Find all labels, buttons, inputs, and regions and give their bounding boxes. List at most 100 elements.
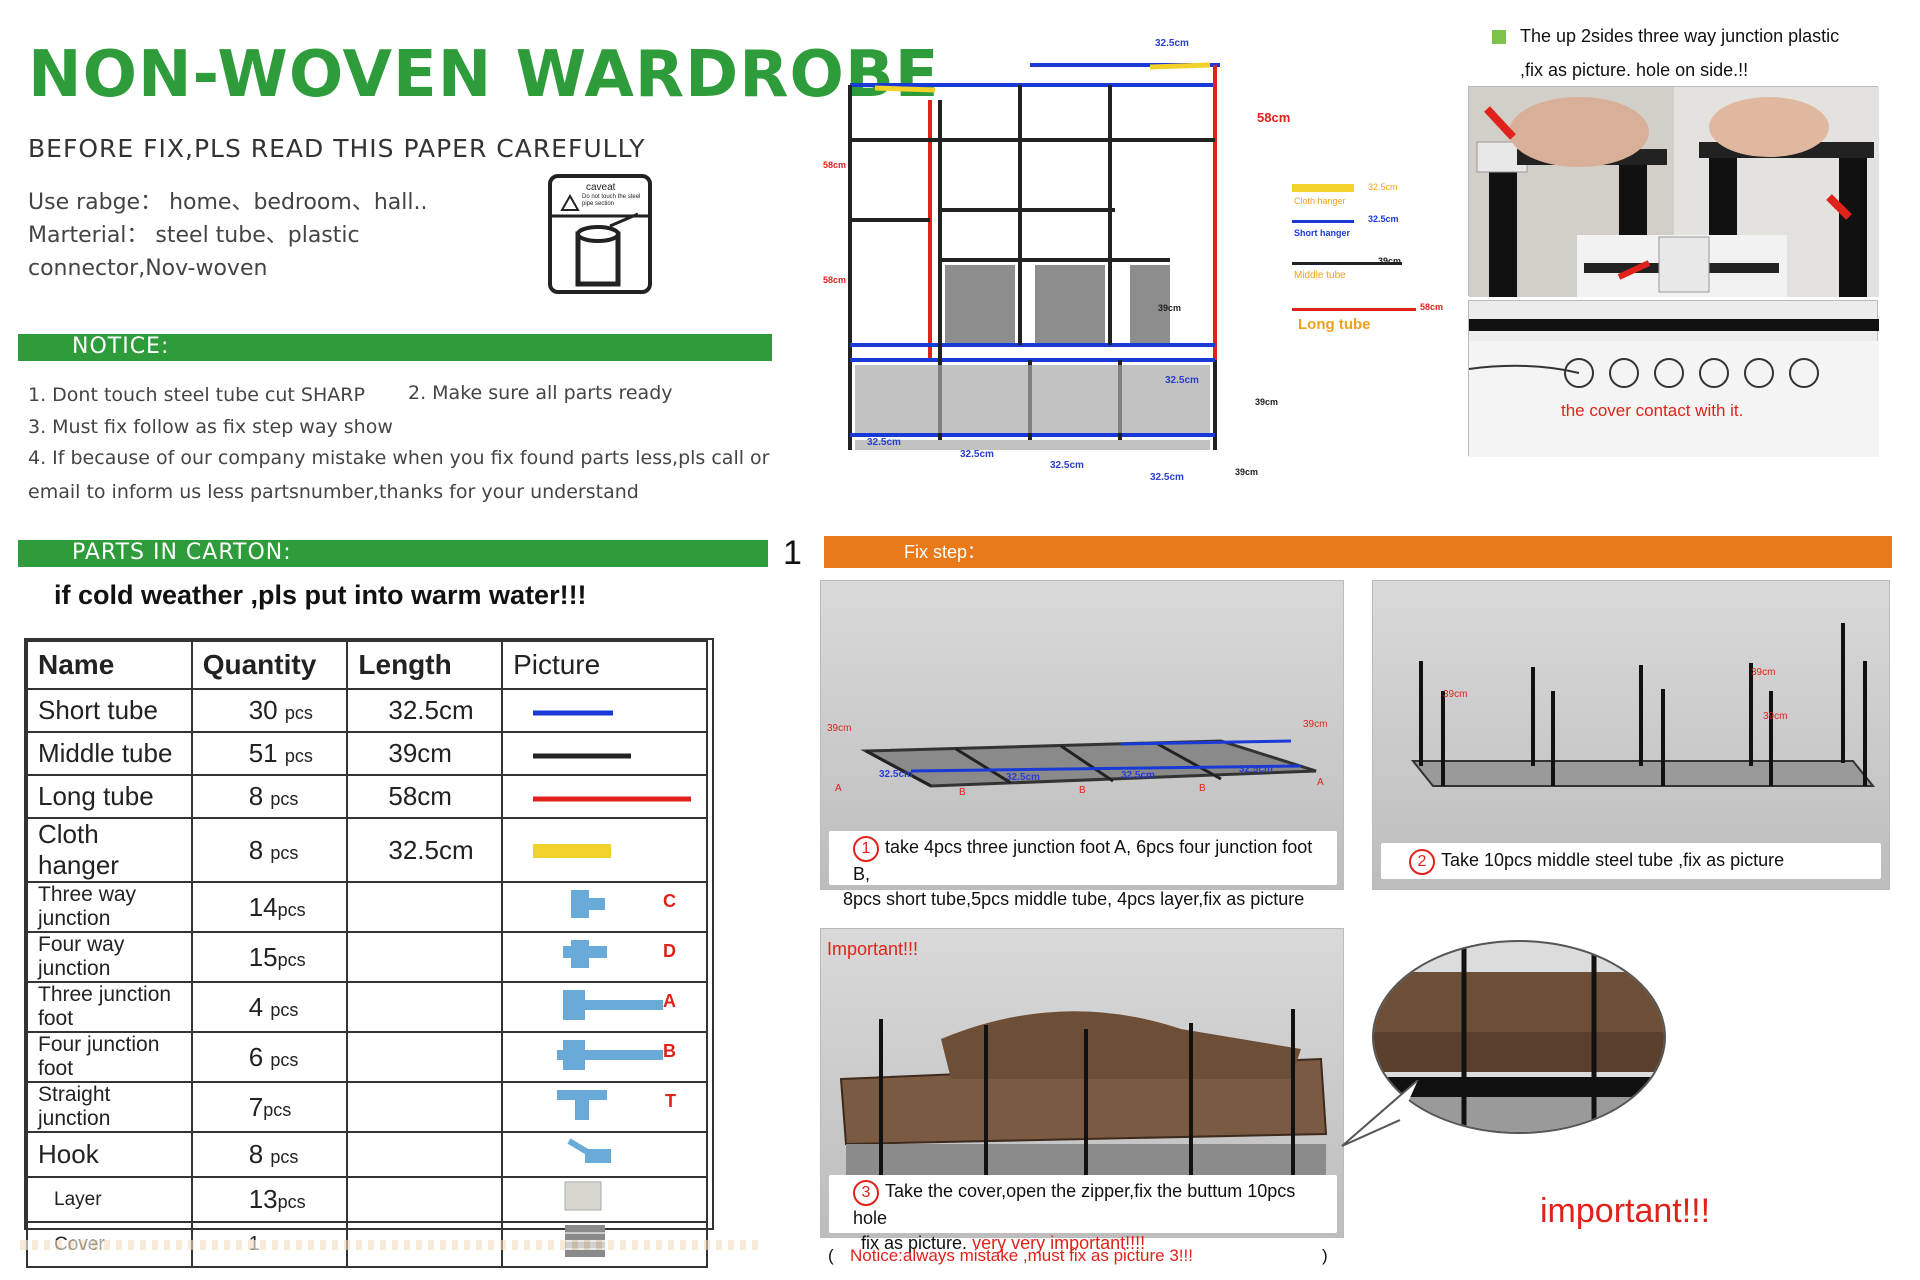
- four-junction-foot-icon: B: [501, 1031, 708, 1083]
- legend-dim: 32.5cm: [1368, 182, 1398, 192]
- legend-swatch-long-tube: [1292, 308, 1416, 311]
- step1-photo: 39cm 32.5cm 32.5cm 32.5cm 32.5cm 39cm A …: [820, 580, 1344, 909]
- notice-item: 2. Make sure all parts ready: [408, 382, 673, 404]
- part-qty: 15pcs: [190, 931, 349, 983]
- diagram-dim-bottom: 32.5cm: [960, 449, 994, 460]
- step1-label: B: [959, 787, 966, 798]
- step3-line2: fix as picture.: [861, 1233, 968, 1253]
- step3-important-tag: Important!!!: [827, 939, 919, 959]
- table-row: Four way junction 15pcs D: [26, 931, 708, 983]
- table-row: Cloth hanger 8 pcs 32.5cm: [26, 817, 708, 883]
- table-header-row: Name Quantity Length Picture: [26, 640, 708, 690]
- decorative-border: [20, 1240, 760, 1250]
- part-qty: 13pcs: [190, 1176, 349, 1223]
- step2-label: 39cm: [1763, 711, 1788, 722]
- bubble-pointer: [1341, 1080, 1419, 1147]
- diagram-dim-bottom: 32.5cm: [867, 437, 901, 448]
- header-length: Length: [346, 640, 504, 690]
- table-row: Long tube 8 pcs 58cm: [26, 774, 708, 819]
- notice-bottom-open: (: [828, 1246, 834, 1265]
- four-way-junction-icon: D: [501, 931, 708, 983]
- part-qty: 7pcs: [190, 1081, 349, 1133]
- part-name: Four way junction: [26, 931, 193, 983]
- part-length: 32.5cm: [346, 817, 504, 883]
- green-bullet-icon: [1492, 30, 1506, 44]
- part-length: [346, 981, 504, 1033]
- legend-label: Long tube: [1298, 316, 1371, 333]
- part-letter: B: [663, 1041, 676, 1061]
- table-row: Short tube 30 pcs 32.5cm: [26, 688, 708, 733]
- part-letter: C: [663, 891, 676, 911]
- page-title: NON-WOVEN WARDROBE: [28, 38, 940, 112]
- notice-item: 1. Dont touch steel tube cut SHARP: [28, 384, 365, 406]
- part-letter: T: [665, 1091, 676, 1111]
- parts-table: Name Quantity Length Picture Short tube …: [26, 640, 708, 1268]
- part-letter: A: [663, 991, 676, 1011]
- step1-label: 32.5cm: [1239, 764, 1273, 775]
- junction-note: ,fix as picture. hole on side.!!: [1520, 60, 1749, 80]
- table-row: Middle tube 51 pcs 39cm: [26, 731, 708, 776]
- caveat-text: Do not touch the steel pipe section: [582, 194, 641, 207]
- part-length: 39cm: [346, 731, 504, 776]
- part-name: Layer: [26, 1176, 193, 1223]
- diagram-dim-left: 58cm: [823, 160, 847, 170]
- part-length: [346, 1176, 504, 1223]
- step1-label: A: [1317, 777, 1324, 788]
- part-name: Middle tube: [26, 731, 193, 776]
- part-name: Short tube: [26, 688, 193, 733]
- fix-step-heading: Fix step：: [904, 542, 986, 562]
- legend-label: Short hanger: [1294, 228, 1351, 238]
- diagram-dim-mid: 32.5cm: [1165, 375, 1199, 386]
- step1-number: 1: [853, 836, 879, 862]
- legend-swatch-cloth-hanger: [1292, 184, 1354, 192]
- layer-icon: [501, 1176, 708, 1223]
- notice-item: 4. If because of our company mistake whe…: [28, 447, 770, 469]
- use-line: Use rabge： home、bedroom、hall..: [28, 190, 428, 215]
- parts-heading-bar: PARTS IN CARTON:: [18, 540, 768, 567]
- step1-label: B: [1079, 785, 1086, 796]
- three-way-junction-icon: C: [501, 881, 708, 933]
- part-qty: 8 pcs: [190, 774, 349, 819]
- part-qty: 30 pcs: [190, 688, 349, 733]
- short-tube-icon: [501, 688, 708, 733]
- junction-note: The up 2sides three way junction plastic: [1520, 26, 1840, 46]
- legend-swatch-middle-tube: [1292, 262, 1402, 265]
- part-name: Hook: [26, 1131, 193, 1178]
- diagram-dim-bottom: 32.5cm: [1050, 460, 1084, 471]
- step1-label: 39cm: [827, 723, 852, 734]
- tube-legend: 32.5cm Cloth hanger 32.5cm Short hanger …: [1292, 182, 1443, 344]
- straight-junction-icon: T: [501, 1081, 708, 1133]
- part-letter: D: [663, 941, 676, 961]
- notice-heading: NOTICE:: [72, 334, 170, 359]
- part-qty: 4 pcs: [190, 981, 349, 1033]
- part-qty: 51 pcs: [190, 731, 349, 776]
- step1-label: 32.5cm: [879, 769, 913, 780]
- diagram-dim-bottom: 32.5cm: [1150, 472, 1184, 483]
- part-length: [346, 931, 504, 983]
- step3-line2-red: very very important!!!!: [972, 1233, 1146, 1253]
- part-length: [346, 1081, 504, 1133]
- table-row: Hook 8 pcs: [26, 1131, 708, 1178]
- diagram-dim-bottom: 39cm: [1235, 467, 1259, 477]
- part-length: [346, 881, 504, 933]
- diagram-dim-mid: 39cm: [1255, 397, 1279, 407]
- step1-label: A: [835, 783, 842, 794]
- wardrobe-frame-diagram: 32.5cm 58cm 58cm 58cm 39cm 32.5cm 39cm 3…: [815, 30, 1290, 500]
- legend-label: Middle tube: [1294, 270, 1346, 281]
- notice-bottom-close: ): [1322, 1246, 1328, 1265]
- legend-dim: 39cm: [1378, 256, 1402, 266]
- step2-label: 39cm: [1751, 667, 1776, 678]
- part-qty: 8 pcs: [190, 817, 349, 883]
- caveat-label: caveat: [586, 182, 616, 193]
- header-quantity: Quantity: [190, 640, 349, 690]
- three-junction-foot-icon: A: [501, 981, 708, 1033]
- step2-label: 39cm: [1443, 689, 1468, 700]
- part-name: Three way junction: [26, 881, 193, 933]
- parts-heading: PARTS IN CARTON:: [72, 540, 292, 565]
- step2-text: Take 10pcs middle steel tube ,fix as pic…: [1441, 850, 1785, 870]
- legend-label: Cloth hanger: [1294, 196, 1346, 206]
- part-length: [346, 1031, 504, 1083]
- header-name: Name: [26, 640, 193, 690]
